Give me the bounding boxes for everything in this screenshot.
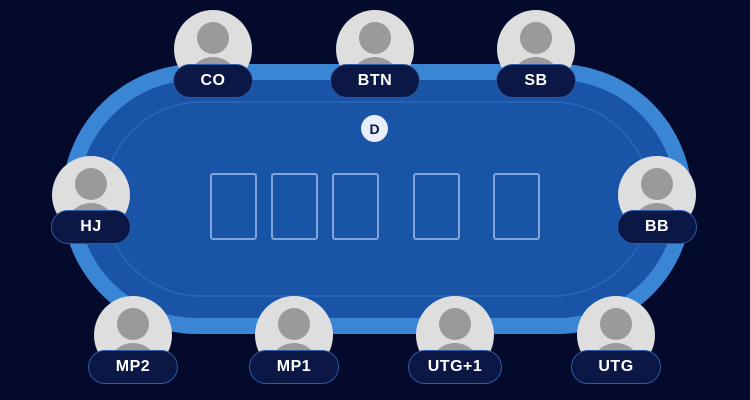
seat-label: MP1 [249,350,339,384]
seat-label: HJ [51,210,131,244]
seat-label: UTG+1 [408,350,502,384]
dealer-button: D [361,115,388,142]
board-card-slot-1 [210,173,257,240]
board-card-slot-4 [413,173,460,240]
seat-label: UTG [571,350,661,384]
board-card-slot-2 [271,173,318,240]
seat-label: BTN [330,64,420,98]
seat-label: SB [496,64,576,98]
board-card-slot-3 [332,173,379,240]
board-card-slot-5 [493,173,540,240]
seat-label: MP2 [88,350,178,384]
seat-label: CO [173,64,253,98]
seat-label: BB [617,210,697,244]
